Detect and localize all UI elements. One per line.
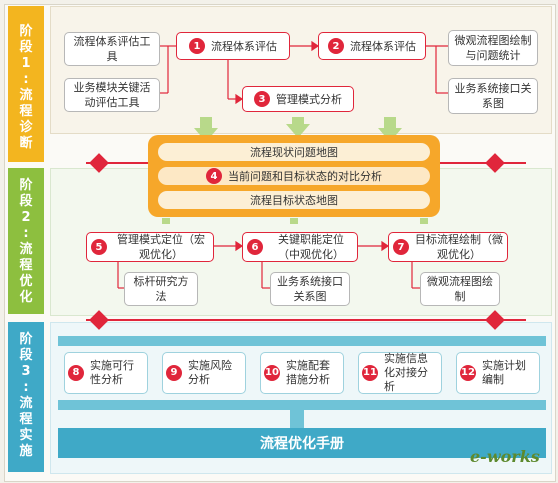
step-4-comparison: 4 当前问题和目标状态的对比分析 <box>158 167 430 185</box>
target-state-map: 流程目标状态地图 <box>158 191 430 209</box>
step-10-number: 10 <box>264 365 280 381</box>
stage-3-connector <box>290 410 304 428</box>
step-6-label: 关键职能定位（中观优化） <box>278 233 344 261</box>
step-10-box: 10 实施配套措施分析 <box>260 352 344 394</box>
phase-2-char: 优 <box>19 274 33 289</box>
step-1-number: 1 <box>189 38 205 54</box>
step-7-box: 7 目标流程绘制（微观优化） <box>388 232 508 262</box>
phase-2-char: 流 <box>19 242 33 257</box>
phase-3-char: : <box>23 380 29 395</box>
step-2-number: 2 <box>328 38 344 54</box>
step-4-label: 当前问题和目标状态的对比分析 <box>228 170 382 183</box>
down-arrow <box>286 124 310 138</box>
phase-3-char: 施 <box>19 444 33 459</box>
tool-1-label: 流程体系评估工具 <box>73 35 151 63</box>
phase-2-char: 阶 <box>19 178 33 193</box>
watermark-logo: e-works <box>470 447 540 466</box>
manual-label: 流程优化手册 <box>260 436 344 452</box>
step-7-label: 目标流程绘制（微观优化） <box>415 233 503 261</box>
output-micro-process-chart: 微观流程图绘制与问题统计 <box>448 30 538 66</box>
step-5-label: 管理模式定位（宏观优化） <box>117 233 205 261</box>
step-8-number: 8 <box>68 365 84 381</box>
step-10-label: 实施配套措施分析 <box>286 359 330 386</box>
boundary-line-2 <box>86 319 526 321</box>
phase-1-char: 1 <box>21 56 31 71</box>
arrow-stem <box>162 218 170 224</box>
step-7-number: 7 <box>393 239 409 255</box>
analysis-block: 流程现状问题地图 4 当前问题和目标状态的对比分析 流程目标状态地图 <box>148 135 440 217</box>
step-6-box: 6 关键职能定位（中观优化） <box>242 232 358 262</box>
tool-process-system-assessment: 流程体系评估工具 <box>64 32 160 66</box>
step-1-box: 1 流程体系评估 <box>176 32 290 60</box>
target-state-map-label: 流程目标状态地图 <box>250 194 338 207</box>
phase-1-char: 阶 <box>19 24 33 39</box>
phase-3-char: 程 <box>19 412 33 427</box>
phase-2-char: 化 <box>19 290 33 305</box>
system-interface-box: 业务系统接口关系图 <box>270 272 350 306</box>
process-optimization-manual: 流程优化手册 <box>58 428 546 458</box>
phase-1-char: : <box>23 72 29 87</box>
step-3-number: 3 <box>254 91 270 107</box>
phase-2-char: 段 <box>19 194 33 209</box>
phase-2-char: 程 <box>19 258 33 273</box>
output-system-interface-diagram: 业务系统接口关系图 <box>448 78 538 114</box>
tool-business-module-assessment: 业务模块关键活动评估工具 <box>64 78 160 112</box>
phase-1-char: 流 <box>19 88 33 103</box>
arrow-stem <box>200 117 212 129</box>
current-problem-map: 流程现状问题地图 <box>158 143 430 161</box>
stage-3-bottom-bar <box>58 400 546 410</box>
stage-3-top-bar <box>58 336 546 346</box>
step-12-number: 12 <box>460 365 476 381</box>
step-11-label: 实施信息化对接分析 <box>384 352 428 393</box>
current-problem-map-label: 流程现状问题地图 <box>250 146 338 159</box>
output-1-label: 微观流程图绘制与问题统计 <box>454 34 532 62</box>
step-1-label: 流程体系评估 <box>211 39 277 53</box>
micro-process-label: 微观流程图绘制 <box>427 275 493 303</box>
step-6-number: 6 <box>247 239 263 255</box>
phase-3-char: 实 <box>19 428 33 443</box>
arrow-stem <box>290 218 298 224</box>
phase-1-char: 程 <box>19 104 33 119</box>
step-9-label: 实施风险分析 <box>188 359 232 386</box>
step-8-label: 实施可行性分析 <box>90 359 134 386</box>
phase-3-char: 3 <box>21 364 31 379</box>
step-12-box: 12 实施计划编制 <box>456 352 540 394</box>
step-9-number: 9 <box>166 365 182 381</box>
step-4-number: 4 <box>206 168 222 184</box>
step-3-box: 3 管理模式分析 <box>242 86 354 112</box>
phase-3-char: 流 <box>19 396 33 411</box>
step-11-box: 11 实施信息化对接分析 <box>358 352 442 394</box>
phase-1-char: 段 <box>19 40 33 55</box>
phase-1-label: 阶 段 1 : 流 程 诊 断 <box>8 6 44 162</box>
tool-2-label: 业务模块关键活动评估工具 <box>73 81 151 109</box>
output-2-label: 业务系统接口关系图 <box>454 82 532 110</box>
phase-1-char: 诊 <box>19 120 33 135</box>
micro-process-box: 微观流程图绘制 <box>420 272 500 306</box>
step-12-label: 实施计划编制 <box>482 359 526 386</box>
phase-2-label: 阶 段 2 : 流 程 优 化 <box>8 168 44 314</box>
system-interface-label: 业务系统接口关系图 <box>277 275 343 303</box>
phase-3-char: 段 <box>19 348 33 363</box>
arrow-stem <box>292 117 304 125</box>
step-11-number: 11 <box>362 365 378 381</box>
step-8-box: 8 实施可行性分析 <box>64 352 148 394</box>
step-9-box: 9 实施风险分析 <box>162 352 246 394</box>
phase-3-char: 阶 <box>19 332 33 347</box>
step-2-box: 2 流程体系评估 <box>318 32 426 60</box>
step-5-box: 5 管理模式定位（宏观优化） <box>86 232 214 262</box>
step-2-label: 流程体系评估 <box>350 39 416 53</box>
phase-3-label: 阶 段 3 : 流 程 实 施 <box>8 322 44 472</box>
phase-2-char: 2 <box>21 210 31 225</box>
benchmark-method-box: 标杆研究方法 <box>124 272 198 306</box>
phase-1-char: 断 <box>19 136 33 151</box>
benchmark-method-label: 标杆研究方法 <box>133 275 189 303</box>
arrow-stem <box>384 117 396 129</box>
step-3-label: 管理模式分析 <box>276 92 342 106</box>
phase-2-char: : <box>23 226 29 241</box>
step-5-number: 5 <box>91 239 107 255</box>
arrow-stem <box>420 218 428 224</box>
